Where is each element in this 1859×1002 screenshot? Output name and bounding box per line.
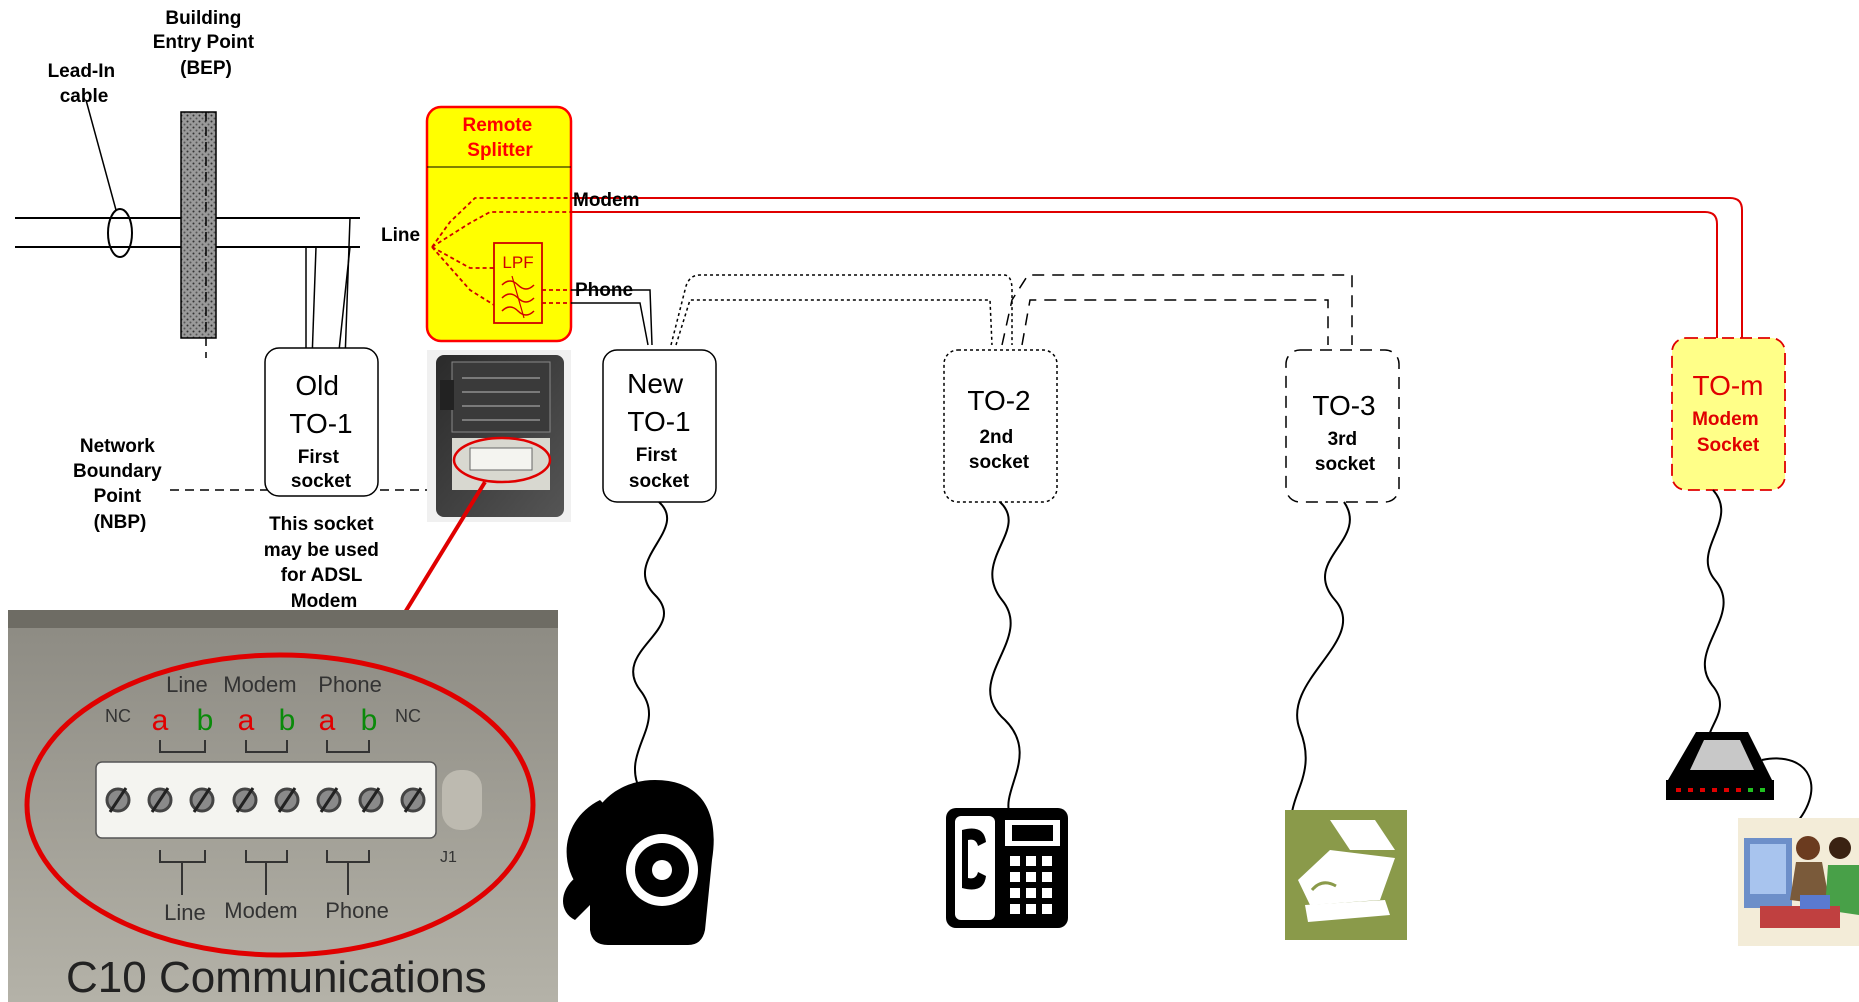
line-label: Line — [381, 225, 420, 246]
fax-machine-icon — [1285, 810, 1407, 940]
terminal-top-labels: Line Modem Phone — [166, 672, 382, 697]
socket-to3: TO-3 3rd socket — [1285, 349, 1400, 503]
terminal-brand-text: C10 Communications — [66, 953, 487, 1002]
pin-phone-b: b — [361, 704, 378, 737]
socket-to2: TO-2 2nd socket — [943, 349, 1058, 503]
lpf-filter — [493, 242, 543, 324]
phone-cord — [632, 501, 668, 791]
svg-text:New TO-1: New TO-1 — [627, 368, 691, 437]
pin-line-a: a — [152, 704, 169, 737]
phone-wires — [571, 274, 1353, 346]
socket-tom: TO-m Modem Socket — [1671, 337, 1786, 491]
splitter-title: Remote Splitter — [463, 115, 538, 161]
socket-new-to1: New TO-1 First socket — [602, 349, 717, 503]
building-entry-wall — [180, 111, 217, 339]
socket-old-to1: Old TO-1 First socket — [264, 347, 379, 497]
modem-wire-label: Modem — [573, 190, 640, 211]
fax-cord — [1290, 501, 1351, 836]
lead-in-pointer — [85, 99, 117, 211]
svg-text:First socket: First socket — [629, 445, 690, 492]
svg-text:TO-m: TO-m — [1692, 370, 1763, 401]
terminal-bottom-labels: Line Modem Phone — [164, 898, 389, 925]
pin-line-b: b — [197, 704, 214, 737]
pin-nc-left: NC — [105, 706, 131, 726]
svg-text:Modem Socket: Modem Socket — [1692, 409, 1764, 456]
splitter-photo — [427, 350, 571, 522]
rotary-phone-icon — [563, 780, 714, 945]
pin-modem-b: b — [279, 704, 296, 737]
lead-in-label: Lead-In cable — [48, 61, 121, 107]
svg-text:TO-2: TO-2 — [967, 385, 1030, 416]
modem-wires — [571, 197, 1743, 340]
computer-users-icon — [1738, 818, 1859, 946]
svg-text:Old TO-1: Old TO-1 — [289, 370, 352, 439]
lpf-label: LPF — [502, 253, 533, 272]
remote-splitter: Remote Splitter LPF — [425, 105, 573, 343]
cable-sheath-ring — [107, 208, 133, 258]
highlight-ellipse — [24, 652, 536, 958]
pin-phone-a: a — [319, 704, 336, 737]
pin-nc-right: NC — [395, 706, 421, 726]
svg-text:TO-3: TO-3 — [1312, 390, 1375, 421]
old-socket-note: This socket may be used for ADSL Modem — [264, 514, 384, 612]
svg-text:2nd socket: 2nd socket — [969, 427, 1030, 473]
bep-label: Building Entry Point (BEP) — [153, 8, 260, 79]
svg-text:3rd socket: 3rd socket — [1315, 429, 1376, 475]
desk-phone-icon — [946, 808, 1068, 928]
svg-text:First socket: First socket — [291, 447, 352, 492]
modem-cord — [1704, 489, 1725, 749]
phone2-cord — [989, 501, 1021, 816]
terminal-block-photo: Line Modem Phone NC a b a b a b NC — [8, 610, 558, 1002]
nbp-label: Network Boundary Point (NBP) — [73, 436, 167, 533]
terminal-strip — [95, 761, 437, 839]
terminal-j1-label: J1 — [440, 849, 457, 866]
adsl-modem-icon — [1666, 732, 1774, 800]
pin-modem-a: a — [238, 704, 255, 737]
phone-wire-label: Phone — [575, 280, 633, 301]
